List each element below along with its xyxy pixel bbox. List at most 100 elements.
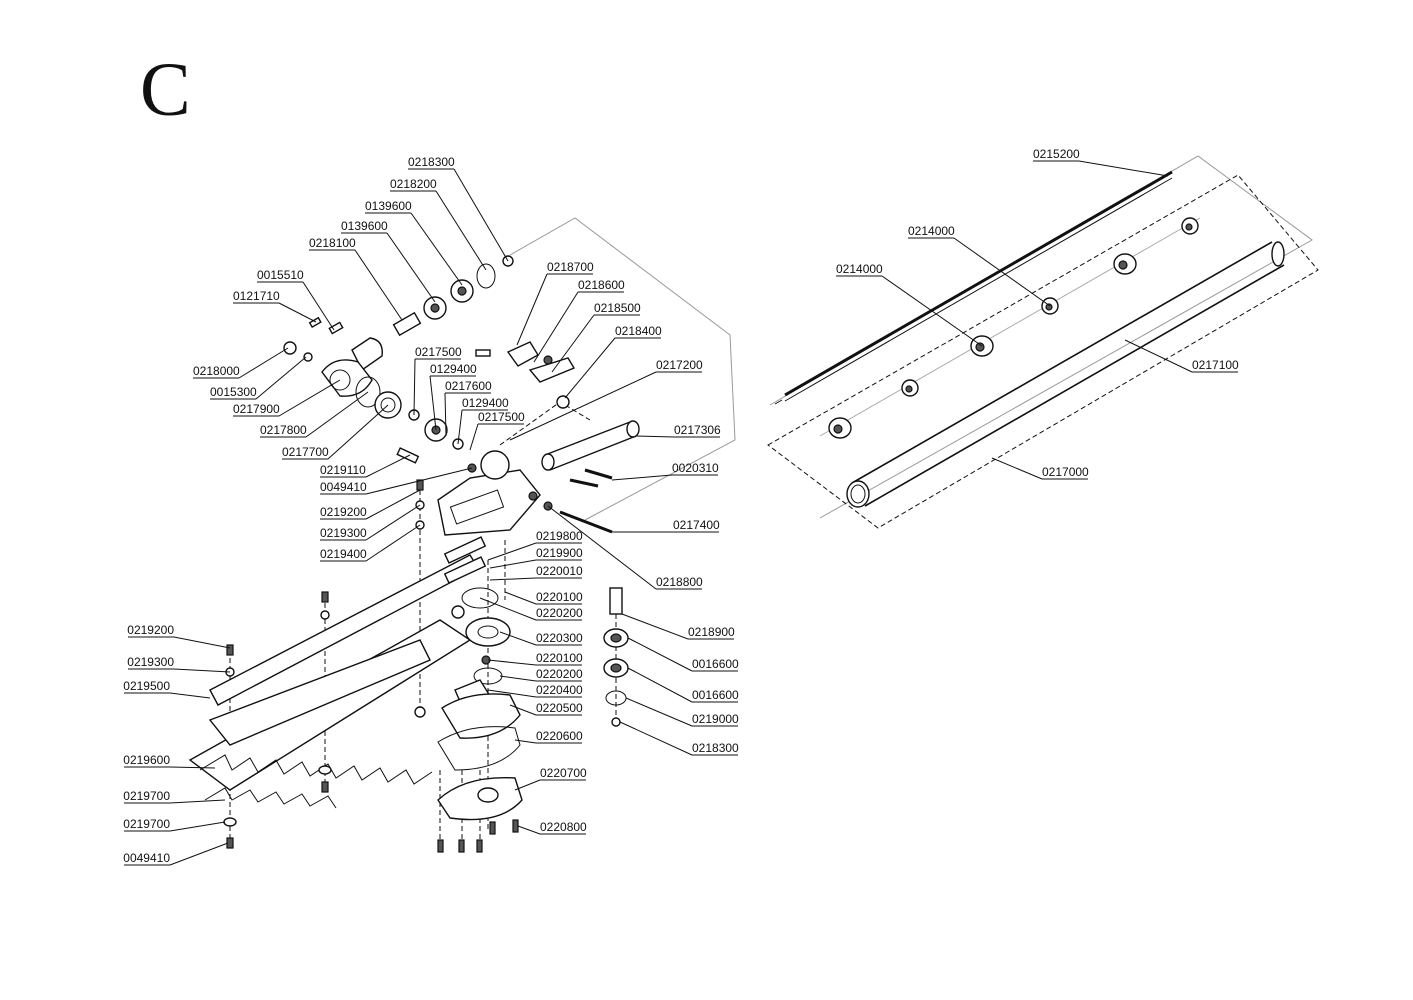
- part-number-label: 0219800: [536, 529, 583, 543]
- part-callout-0220200: 0220200: [499, 667, 583, 682]
- part-callout-0219500: 0219500: [123, 679, 211, 699]
- leader-line: [1124, 339, 1193, 373]
- part-number-label: 0218100: [309, 236, 356, 250]
- leader-line: [354, 249, 403, 321]
- part-number-label: 0217000: [1042, 465, 1089, 479]
- leader-line: [386, 232, 436, 303]
- leader-line: [429, 375, 437, 431]
- part-labels: 0218300021820001396000139600021810000155…: [123, 147, 1239, 866]
- leader-line: [365, 489, 421, 520]
- part-callout-0218400: 0218400: [564, 324, 662, 399]
- part-callout-0016600: 0016600: [627, 667, 739, 703]
- part-callout-0220500: 0220500: [509, 701, 583, 716]
- part-callout-0219000: 0219000: [625, 697, 739, 727]
- leader-line: [479, 597, 537, 621]
- part-number-label: 0217700: [282, 445, 329, 459]
- part-callout-0020310: 0020310: [611, 461, 719, 481]
- part-callout-0218200: 0218200: [390, 177, 487, 271]
- part-callout-0218600: 0218600: [533, 278, 625, 363]
- part-number-label: 0129400: [430, 362, 477, 376]
- leader-line: [305, 391, 369, 438]
- part-callout-0214000: 0214000: [908, 224, 1051, 307]
- part-number-label: 0220700: [540, 766, 587, 780]
- part-callout-0129400: 0129400: [429, 362, 477, 431]
- shaft-assembly-outline: [767, 174, 1319, 529]
- part-callout-0217400: 0217400: [612, 518, 720, 533]
- part-number-label: 0219700: [123, 817, 170, 831]
- leader-line: [278, 379, 341, 417]
- leader-line: [169, 821, 226, 832]
- part-callout-0219700: 0219700: [123, 817, 226, 832]
- part-callout-0217500: 0217500: [413, 345, 462, 416]
- leader-line: [327, 404, 389, 460]
- leader-line: [255, 356, 307, 400]
- section-letter: C: [140, 48, 191, 132]
- part-number-label: 0217500: [415, 345, 462, 359]
- part-number-label: 0219300: [320, 526, 367, 540]
- leader-line: [564, 337, 616, 399]
- part-callout-0214000: 0214000: [836, 262, 983, 347]
- leader-line: [611, 474, 673, 481]
- lower-gear-parts: [223, 479, 629, 853]
- part-callout-0217600: 0217600: [444, 379, 492, 437]
- guide-outline-shaft: [769, 155, 1313, 519]
- leader-line: [635, 435, 675, 438]
- part-callout-0139600: 0139600: [365, 199, 463, 286]
- leader-line: [444, 392, 447, 437]
- part-number-label: 0219200: [127, 623, 174, 637]
- bushing-axis: [819, 217, 1201, 437]
- leader-line: [509, 704, 537, 716]
- part-number-label: 0139600: [341, 219, 388, 233]
- part-callout-0220200: 0220200: [479, 597, 583, 621]
- part-callout-0049410: 0049410: [320, 467, 473, 495]
- leader-line: [365, 467, 473, 495]
- part-callout-0217000: 0217000: [991, 457, 1089, 480]
- part-callout-0139600: 0139600: [341, 219, 436, 303]
- part-number-label: 0220100: [536, 651, 583, 665]
- drive-shaft: [774, 170, 1173, 405]
- part-callout-0015510: 0015510: [257, 268, 335, 331]
- leader-line: [487, 542, 537, 561]
- part-callout-0217500: 0217500: [469, 410, 525, 451]
- part-number-label: 0219500: [123, 679, 170, 693]
- leader-line: [499, 675, 537, 682]
- part-number-label: 0220100: [536, 590, 583, 604]
- part-callout-0121710: 0121710: [233, 289, 317, 323]
- part-number-label: 0220300: [536, 631, 583, 645]
- main-tube: [846, 241, 1285, 508]
- part-number-label: 0219000: [692, 712, 739, 726]
- part-number-label: 0215200: [1033, 147, 1080, 161]
- leader-line: [547, 505, 657, 590]
- part-number-label: 0217600: [445, 379, 492, 393]
- part-callout-0220010: 0220010: [489, 564, 583, 581]
- part-callout-0217700: 0217700: [282, 404, 389, 460]
- part-callout-0220100: 0220100: [504, 590, 583, 605]
- part-callout-0218700: 0218700: [516, 260, 594, 346]
- part-number-label: 0218600: [578, 278, 625, 292]
- part-number-label: 0217500: [478, 410, 525, 424]
- part-number-label: 0016600: [692, 688, 739, 702]
- leader-line: [302, 281, 335, 331]
- part-callout-0220300: 0220300: [499, 631, 583, 646]
- part-number-label: 0220010: [536, 564, 583, 578]
- part-callout-0215200: 0215200: [1033, 147, 1169, 177]
- leader-line: [551, 314, 595, 373]
- leader-line: [881, 275, 983, 347]
- leader-line: [487, 659, 537, 666]
- leader-line: [514, 739, 537, 744]
- part-number-label: 0219400: [320, 547, 367, 561]
- leader-line: [487, 689, 537, 698]
- part-number-label: 0049410: [123, 851, 170, 865]
- part-callout-0220400: 0220400: [487, 683, 583, 698]
- part-callout-0219300: 0219300: [320, 504, 421, 541]
- part-callout-0219400: 0219400: [320, 524, 421, 562]
- part-number-label: 0220800: [540, 820, 587, 834]
- part-number-label: 0049410: [320, 480, 367, 494]
- part-number-label: 0139600: [365, 199, 412, 213]
- leader-line: [953, 237, 1051, 307]
- leader-line: [499, 631, 537, 646]
- leader-line: [516, 273, 548, 346]
- part-callout-0219200: 0219200: [127, 623, 231, 649]
- part-number-label: 0219600: [123, 753, 170, 767]
